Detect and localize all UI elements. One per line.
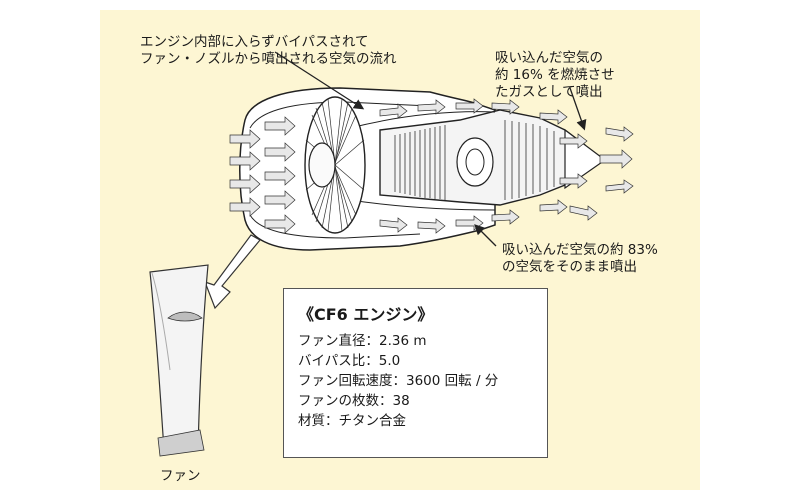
spec-fan-blade-count: ファンの枚数：38 xyxy=(298,393,410,409)
bypass-callout-line-1: エンジン内部に入らずバイパスされて xyxy=(140,34,369,50)
inlet-airflow-arrows xyxy=(229,116,296,234)
specs-title: 《CF6 エンジン》 xyxy=(298,305,434,324)
fan-blade-label: ファン xyxy=(160,468,201,484)
callout-leaders xyxy=(274,51,587,247)
diagram-panel: エンジン内部に入らずバイパスされて ファン・ノズルから噴出される空気の流れ 吸い… xyxy=(100,10,700,490)
fan-rotor xyxy=(304,96,366,234)
exhaust-airflow-arrows xyxy=(539,109,634,221)
core-engine xyxy=(349,109,607,211)
spec-bypass-ratio: バイパス比：5.0 xyxy=(298,353,401,369)
fan-exhaust-callout: 吸い込んだ空気の約 83% の空気をそのまま噴出 xyxy=(502,242,658,276)
fan-exhaust-callout-line-1: 吸い込んだ空気の約 83% xyxy=(502,242,658,258)
bypass-flow-callout: エンジン内部に入らずバイパスされて ファン・ノズルから噴出される空気の流れ xyxy=(140,34,397,68)
spec-material: 材質：チタン合金 xyxy=(298,413,406,429)
spec-fan-diameter: ファン直径：2.36 m xyxy=(298,333,427,349)
fan-blade-drawing xyxy=(149,264,209,457)
bypass-callout-line-2: ファン・ノズルから噴出される空気の流れ xyxy=(140,51,397,67)
fan-blade-pointer-arrow xyxy=(203,234,261,310)
engine-illustration xyxy=(149,51,634,457)
core-callout-line-3: たガスとして噴出 xyxy=(495,84,603,100)
spec-fan-speed: ファン回転速度：3600 回転 / 分 xyxy=(298,373,499,389)
specs-box: 《CF6 エンジン》 ファン直径：2.36 m バイパス比：5.0 ファン回転速… xyxy=(283,288,548,458)
specs-list: ファン直径：2.36 m バイパス比：5.0 ファン回転速度：3600 回転 /… xyxy=(298,331,547,431)
core-callout-line-2: 約 16% を燃焼させ xyxy=(495,67,615,83)
fan-exhaust-callout-line-2: の空気をそのまま噴出 xyxy=(502,259,637,275)
core-callout-line-1: 吸い込んだ空気の xyxy=(495,50,603,66)
core-flow-callout: 吸い込んだ空気の 約 16% を燃焼させ たガスとして噴出 xyxy=(495,50,615,101)
